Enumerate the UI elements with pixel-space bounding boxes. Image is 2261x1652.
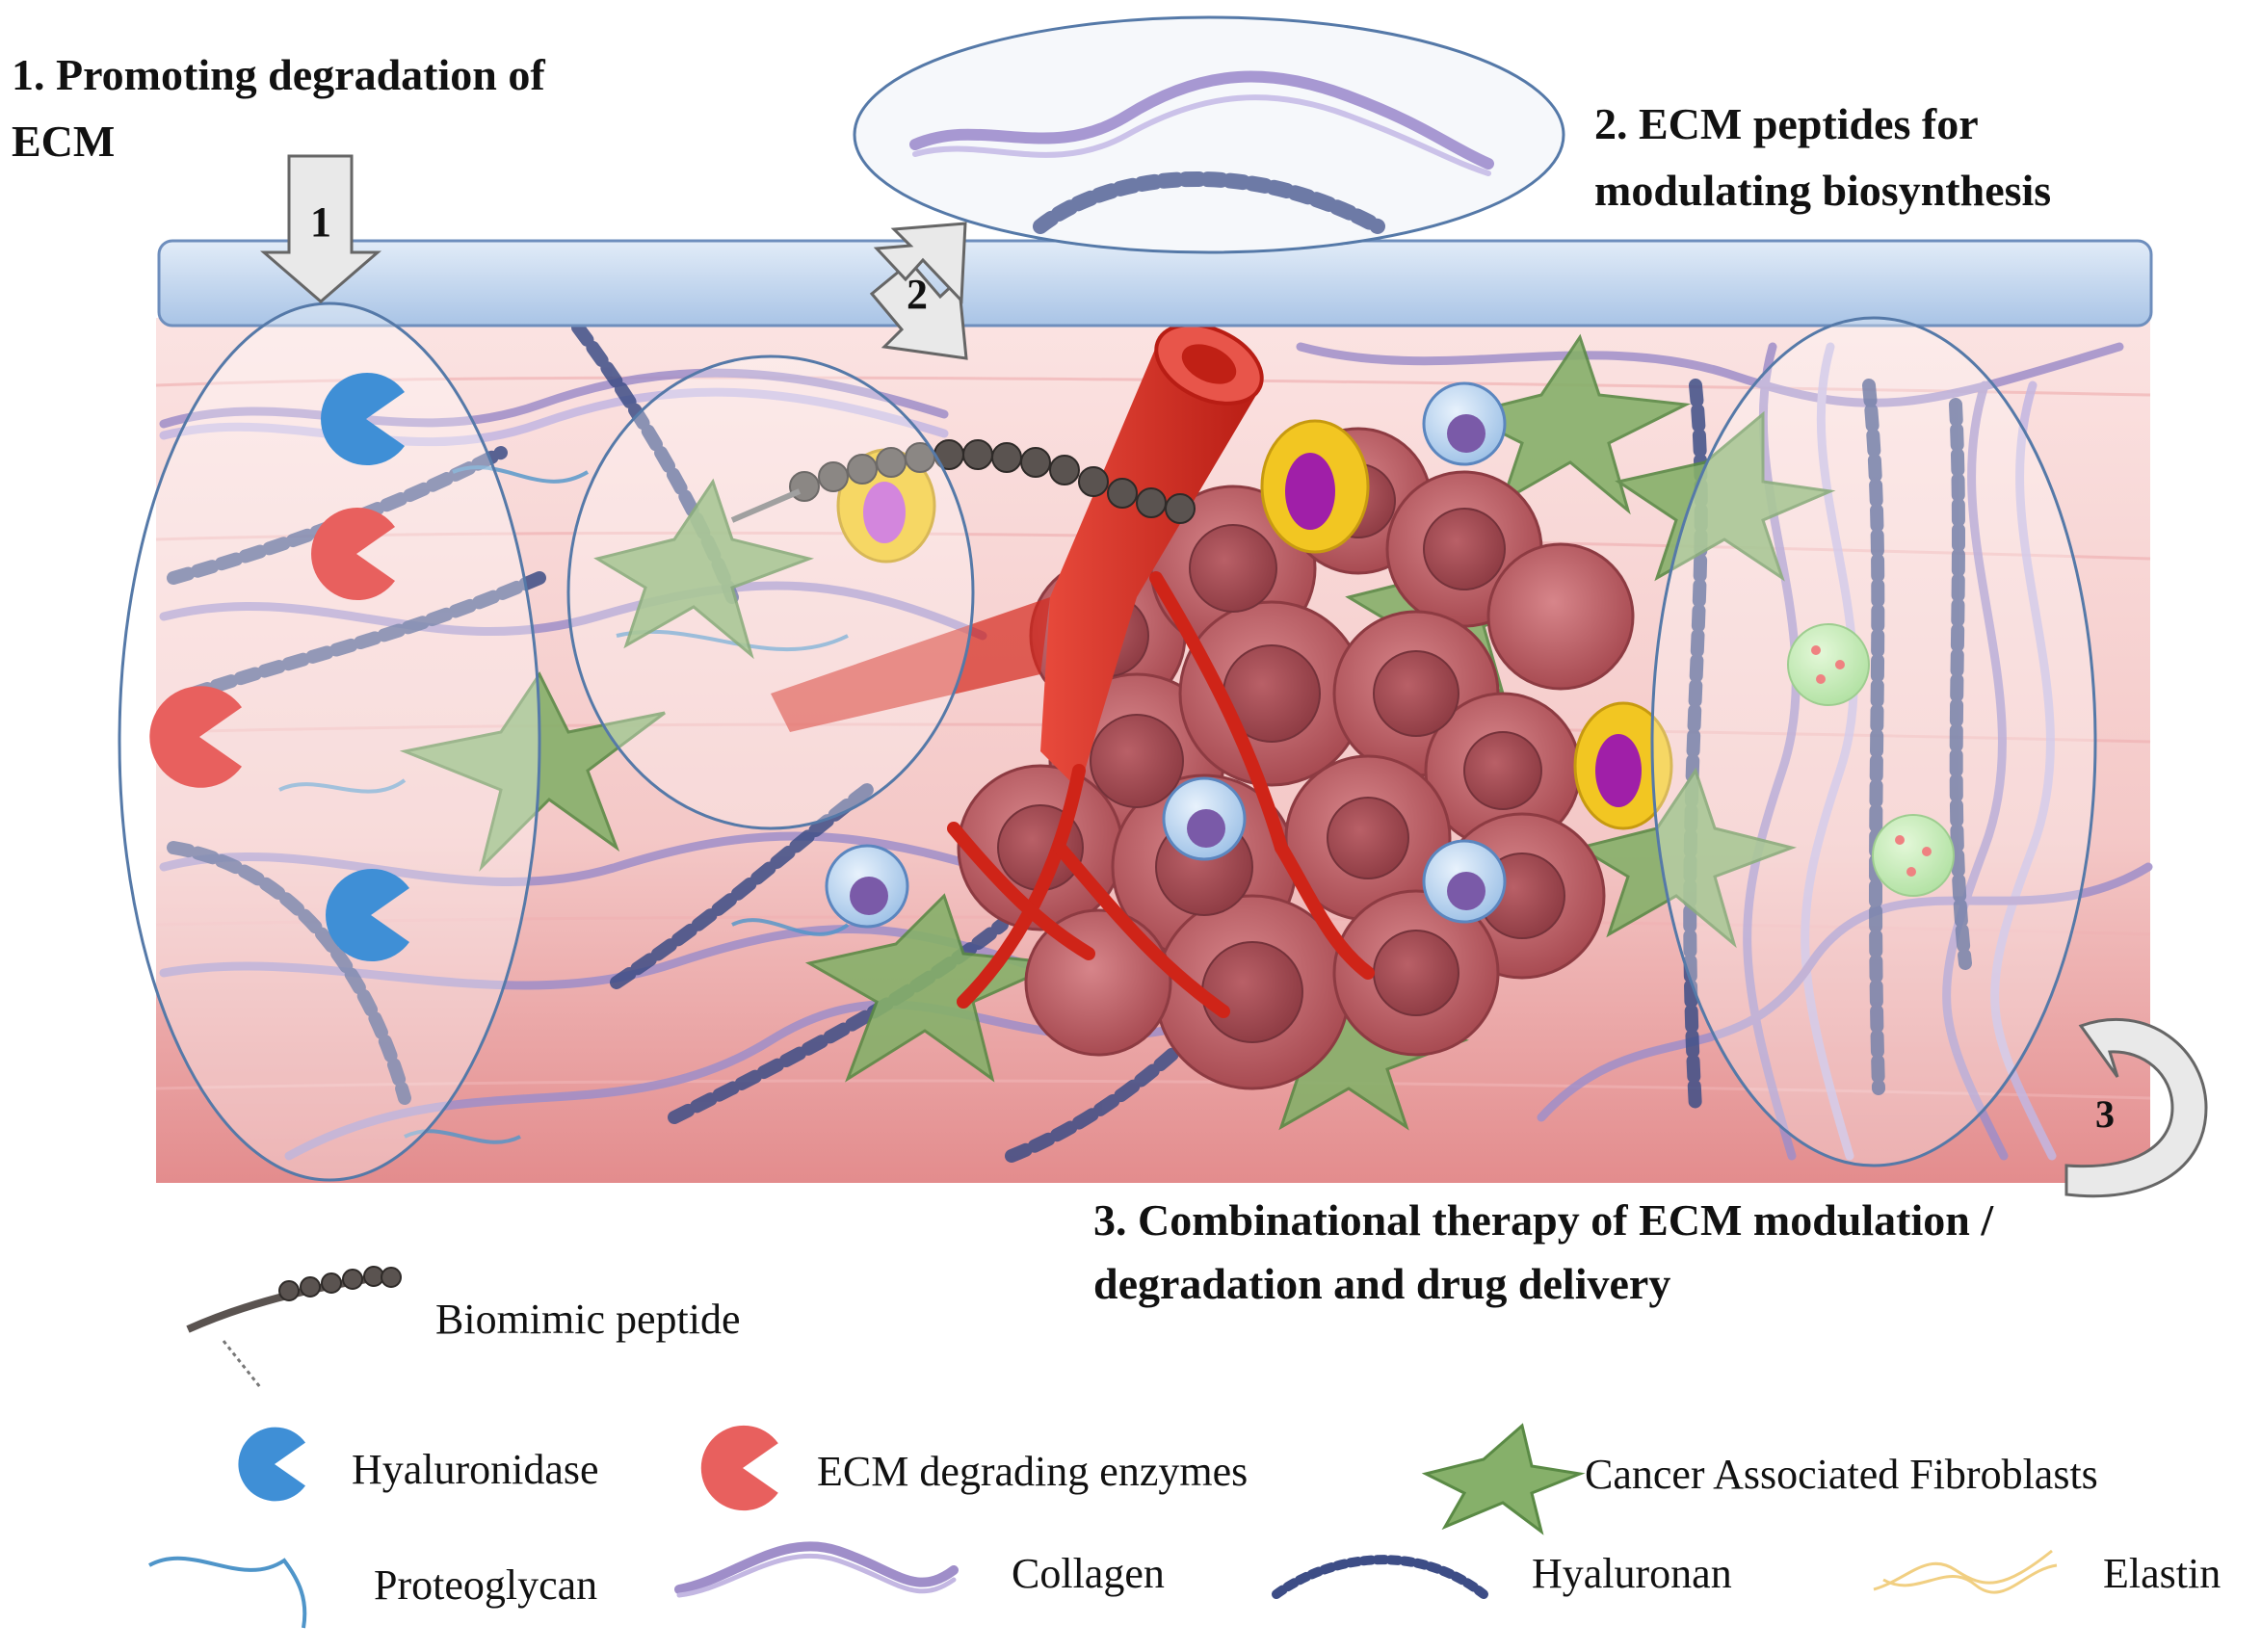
- arrow-2-label: 2: [907, 271, 928, 318]
- legend-collagen-icon: [674, 1541, 959, 1598]
- arrow-1-label: 1: [310, 198, 331, 246]
- legend-ecm-enzyme-icon: [700, 1425, 778, 1511]
- legend-fibroblast-icon: [1421, 1423, 1586, 1535]
- legend-hyaluronan-label: Hyaluronan: [1532, 1550, 1732, 1597]
- caption-2-line1: 2. ECM peptides for: [1594, 99, 1979, 148]
- arrow-1: 1: [259, 154, 382, 303]
- legend-biomimic-icon: [186, 1266, 402, 1388]
- arrow-3-label: 3: [2095, 1092, 2115, 1136]
- arrow-3: 3: [2064, 1017, 2208, 1198]
- legend-elastin-icon: [1873, 1549, 2058, 1594]
- arrow-2: 2: [869, 222, 968, 360]
- membrane-bar: [157, 239, 2153, 328]
- legend-proteoglycan-icon: [148, 1556, 307, 1629]
- legend-biomimic-label: Biomimic peptide: [435, 1296, 741, 1343]
- legend-proteoglycan-label: Proteoglycan: [374, 1561, 597, 1609]
- caption-1-line2: ECM: [12, 117, 115, 166]
- zone-1-degradation: [118, 302, 541, 1182]
- legend-caf-label: Cancer Associated Fibroblasts: [1585, 1451, 2098, 1498]
- biomimic-peptide-chain: [730, 439, 1196, 524]
- zone-2-peptides: [566, 354, 975, 830]
- legend-hyaluronidase-label: Hyaluronidase: [352, 1446, 599, 1493]
- caption-2-line2: modulating biosynthesis: [1594, 166, 2051, 215]
- caption-3-line1: 3. Combinational therapy of ECM modulati…: [1093, 1195, 1994, 1245]
- immune-cells: [825, 381, 1507, 929]
- fibroblasts: [399, 333, 1836, 1131]
- hyaluronan-chains: [167, 321, 1972, 1163]
- drug-particles: [1787, 623, 1955, 897]
- blood-vessel: [771, 323, 1375, 1018]
- caption-1-line1: 1. Promoting degradation of: [12, 50, 545, 99]
- legend-hyaluronidase-icon: [238, 1427, 305, 1502]
- legend-ecm-enzymes-label: ECM degrading enzymes: [817, 1448, 1248, 1495]
- legend-elastin-label: Elastin: [2103, 1550, 2221, 1597]
- legend: Biomimic peptide Hyaluronidase ECM degra…: [148, 1266, 2221, 1629]
- legend-hyaluronan-icon: [1272, 1555, 1488, 1599]
- tumor-mass: [957, 427, 1635, 1090]
- legend-collagen-label: Collagen: [1012, 1550, 1165, 1597]
- zone-3-combination: [1650, 316, 2097, 1167]
- macrophages: [836, 419, 1673, 830]
- caption-3-line2: degradation and drug delivery: [1093, 1259, 1670, 1308]
- peptide-bubble: [853, 15, 1565, 254]
